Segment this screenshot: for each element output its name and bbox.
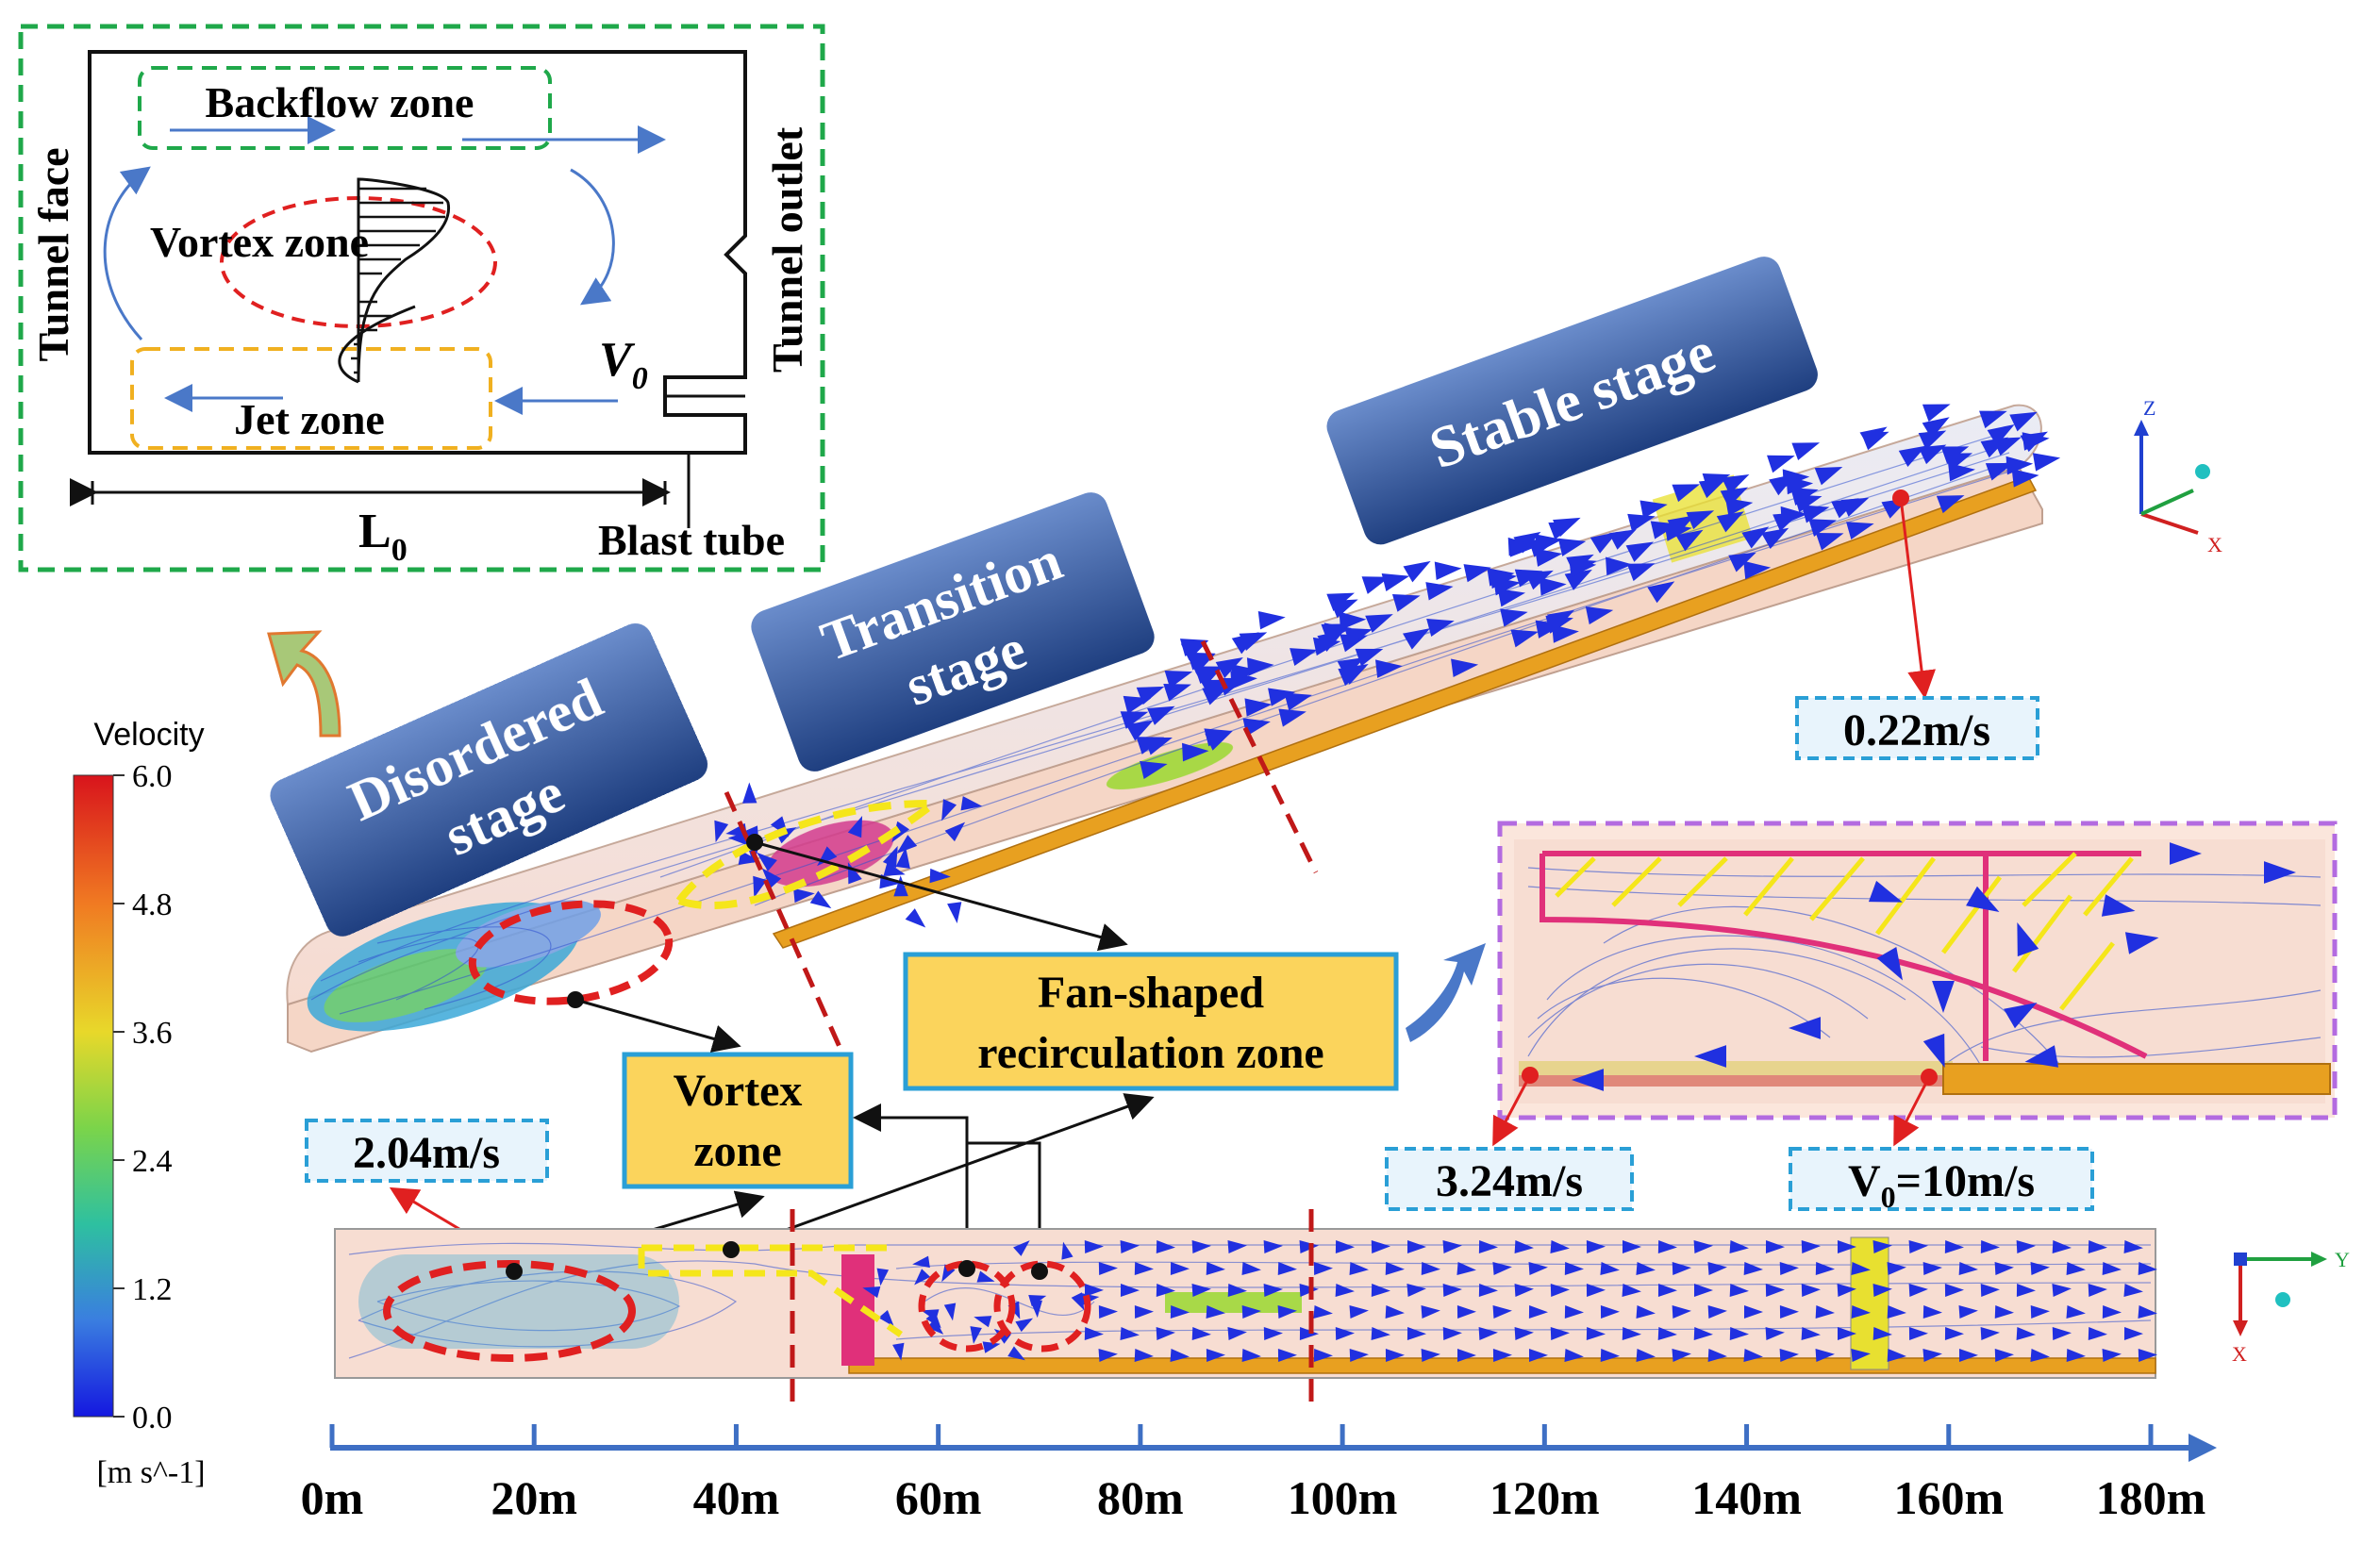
colorbar-tick-label: 2.4 bbox=[132, 1144, 173, 1179]
expand-arrow-icon bbox=[267, 630, 341, 738]
svg-text:zone: zone bbox=[693, 1126, 781, 1176]
distance-tick-label: 20m bbox=[491, 1471, 577, 1524]
callout-204: 2.04m/s bbox=[305, 1119, 549, 1183]
colorbar-gradient bbox=[73, 774, 114, 1418]
distance-tick-label: 0m bbox=[301, 1471, 364, 1524]
tunnel-face-label: Tunnel face bbox=[29, 147, 77, 361]
velocity-colorbar: Velocity 6.0 4.8 3.6 2.4 1.2 0.0 [m s^-1] bbox=[73, 717, 206, 1490]
svg-text:Z: Z bbox=[2143, 396, 2155, 420]
colorbar-unit: [m s^-1] bbox=[96, 1455, 205, 1490]
svg-text:V0=10m/s: V0=10m/s bbox=[1848, 1156, 2035, 1214]
distance-tick-label: 100m bbox=[1288, 1471, 1398, 1524]
distance-tick-label: 60m bbox=[895, 1471, 982, 1524]
blast-tube-label: Blast tube bbox=[598, 516, 785, 564]
svg-text:X: X bbox=[2207, 533, 2222, 556]
distance-tick-label: 180m bbox=[2096, 1471, 2206, 1524]
tunnel-outlet-label: Tunnel outlet bbox=[763, 126, 811, 373]
stage-labels: Disordered stage Transition stage Stable… bbox=[270, 257, 1818, 937]
callout-324: 3.24m/s bbox=[1385, 1147, 1634, 1211]
svg-text:Fan-shaped: Fan-shaped bbox=[1038, 968, 1264, 1018]
tunnel-plan-view bbox=[334, 1209, 2157, 1405]
axis-triad-3d: Z X bbox=[2134, 396, 2222, 556]
jet-zone-box bbox=[130, 347, 492, 450]
colorbar-tick-label: 1.2 bbox=[132, 1272, 173, 1307]
colorbar-tick-label: 6.0 bbox=[132, 759, 173, 794]
svg-text:recirculation zone: recirculation zone bbox=[977, 1028, 1323, 1078]
tunnel-outline bbox=[88, 50, 747, 455]
svg-text:0.22m/s: 0.22m/s bbox=[1843, 705, 1990, 755]
distance-tick-label: 140m bbox=[1691, 1471, 1802, 1524]
l0-label: L0 bbox=[358, 505, 408, 568]
distance-axis: 0m 20m 40m 60m 80m 100m 120m 140m 160m 180m bbox=[301, 1424, 2217, 1524]
zoom-inset bbox=[1497, 821, 2338, 1120]
svg-text:Vortex: Vortex bbox=[674, 1066, 803, 1116]
distance-tick-label: 120m bbox=[1490, 1471, 1600, 1524]
svg-text:2.04m/s: 2.04m/s bbox=[353, 1128, 500, 1178]
zoom-arrow-icon bbox=[1406, 943, 1486, 1042]
callout-022: 0.22m/s bbox=[1795, 696, 2039, 760]
backflow-zone-box bbox=[138, 66, 552, 150]
svg-text:3.24m/s: 3.24m/s bbox=[1436, 1156, 1583, 1206]
callout-v0: V0=10m/s bbox=[1789, 1147, 2094, 1214]
distance-tick-label: 80m bbox=[1097, 1471, 1184, 1524]
jet-zone-label: Jet zone bbox=[234, 395, 385, 443]
tunnel-3d-view bbox=[286, 404, 2061, 1054]
colorbar-tick-label: 3.6 bbox=[132, 1016, 173, 1051]
colorbar-title: Velocity bbox=[93, 717, 204, 753]
distance-tick-label: 160m bbox=[1893, 1471, 2004, 1524]
distance-tick-label: 40m bbox=[693, 1471, 780, 1524]
axis-triad-2d: Y X bbox=[2232, 1248, 2350, 1366]
blast-tube-3d bbox=[772, 475, 2038, 949]
callout-vortex-zone: Vortex zone bbox=[622, 1052, 854, 1189]
svg-text:Y: Y bbox=[2335, 1248, 2350, 1271]
svg-text:X: X bbox=[2232, 1342, 2247, 1366]
v0-label: V0 bbox=[599, 333, 648, 396]
colorbar-tick-label: 0.0 bbox=[132, 1401, 173, 1435]
callout-fan-shaped: Fan-shaped recirculation zone bbox=[903, 952, 1399, 1091]
inset-diagram: Backflow zone Vortex zone Jet zone Tunne… bbox=[18, 24, 825, 572]
vortex-zone-label: Vortex zone bbox=[150, 218, 369, 266]
backflow-zone-label: Backflow zone bbox=[206, 78, 474, 126]
colorbar-tick-label: 4.8 bbox=[132, 888, 173, 922]
